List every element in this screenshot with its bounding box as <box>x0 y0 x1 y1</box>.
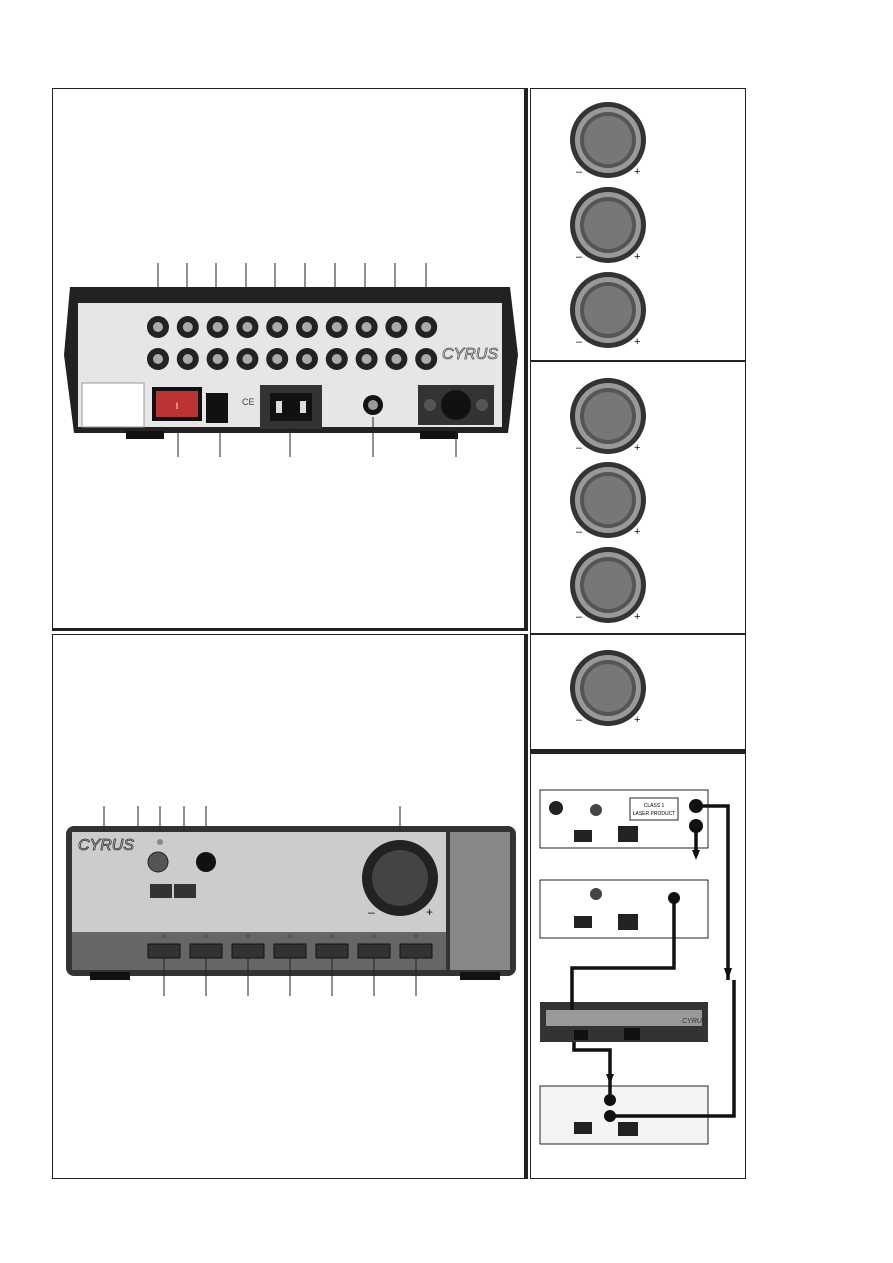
knob-group-1 <box>530 88 746 361</box>
volume-knob: –+ <box>566 648 650 737</box>
knob-minus-label: – <box>576 526 583 538</box>
knob-plus-label: + <box>634 251 641 263</box>
input-select-button <box>357 943 391 959</box>
knob-plus-label: + <box>634 442 641 454</box>
rear-logo: CYRUS <box>442 346 498 363</box>
input-select-button <box>273 943 307 959</box>
front-panel-illustration: CYRUS – + <box>66 806 516 996</box>
rear-panel-illustration: I CE CYRUS <box>64 263 518 457</box>
input-select-button <box>231 943 265 959</box>
laser-label-line2: LASER PRODUCT <box>633 811 676 817</box>
volume-knob: –+ <box>566 100 650 189</box>
input-select-button <box>315 943 349 959</box>
rear-panel-frame <box>52 88 528 631</box>
svg-text:CE: CE <box>242 397 255 407</box>
front-panel-frame <box>52 634 528 1179</box>
knob-minus-label: – <box>576 611 583 623</box>
front-logo: CYRUS <box>78 837 134 854</box>
knob-plus-label: + <box>634 166 641 178</box>
knob-group-3 <box>530 634 746 750</box>
volume-knob: –+ <box>566 270 650 359</box>
knob-minus-label: – <box>576 166 583 178</box>
knob-group-2 <box>530 361 746 634</box>
volume-knob: –+ <box>566 545 650 634</box>
knob-minus-label: – <box>576 251 583 263</box>
knob-minus-label: – <box>576 336 583 348</box>
knob-plus-label: + <box>634 714 641 726</box>
laser-label-line1: CLASS 1 <box>644 803 665 809</box>
front-volume-minus: – <box>368 905 375 919</box>
knob-plus-label: + <box>634 336 641 348</box>
volume-knob: –+ <box>566 185 650 274</box>
connection-diagram: CLASS 1 LASER PRODUCT CYRUS <box>539 789 736 1145</box>
svg-text:I: I <box>176 401 179 411</box>
connection-diagram-frame <box>530 750 746 1179</box>
volume-knob: –+ <box>566 376 650 465</box>
knob-plus-label: + <box>634 526 641 538</box>
input-select-button <box>399 943 433 959</box>
knob-minus-label: – <box>576 442 583 454</box>
front-volume-plus: + <box>426 905 433 919</box>
input-select-button <box>147 943 181 959</box>
diagram-logo: CYRUS <box>682 1018 707 1025</box>
knob-minus-label: – <box>576 714 583 726</box>
volume-knob: –+ <box>566 460 650 549</box>
input-select-button <box>189 943 223 959</box>
knob-plus-label: + <box>634 611 641 623</box>
